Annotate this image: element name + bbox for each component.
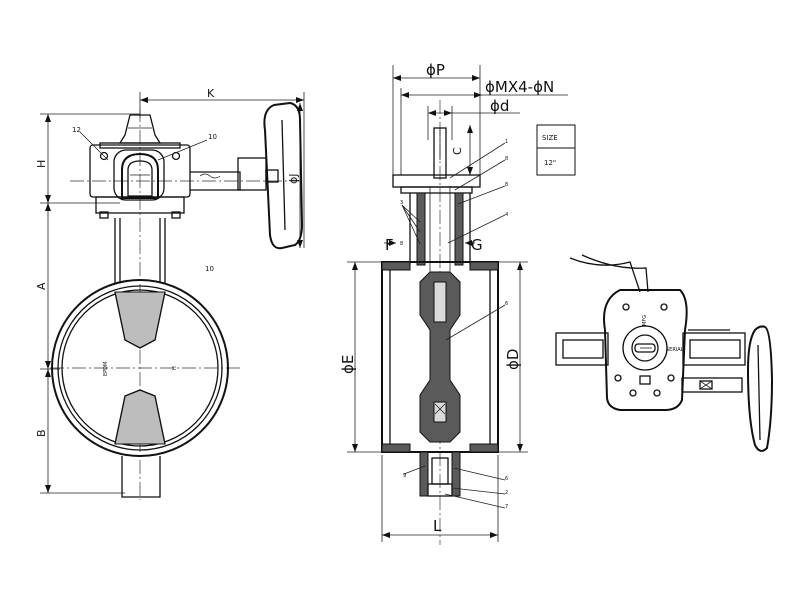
callout-9: 9	[403, 473, 406, 479]
callout-8b: 8	[505, 182, 508, 188]
dim-h-label: H	[35, 160, 48, 168]
callout-10-top: 10	[208, 133, 217, 141]
callout-12: 12	[72, 126, 81, 134]
dim-d-outer-label: ϕD	[504, 349, 522, 370]
size-header: SIZE	[542, 134, 558, 142]
callout-1: 1	[505, 139, 508, 145]
size-table: SIZE 12"	[536, 124, 576, 176]
callout-8c: 8	[400, 241, 403, 247]
front-view: K H A B ϕJ	[35, 87, 305, 500]
dim-d-label: ϕd	[490, 97, 509, 115]
callout-6b: 6	[505, 476, 508, 482]
size-value: 12"	[544, 159, 556, 167]
callout-4: 4	[505, 212, 508, 218]
dim-b-label: B	[35, 429, 48, 437]
dim-g-label: G	[471, 236, 483, 254]
callout-7: 7	[505, 504, 508, 510]
callout-10-body: 10	[205, 265, 214, 273]
callout-3: 3	[400, 200, 403, 206]
seat-material-label: EPDM	[103, 362, 109, 376]
dim-p-label: ϕP	[426, 61, 445, 79]
gearbox-view: MFG SERIAL	[555, 254, 774, 452]
gearbox-label-right: SERIAL	[666, 347, 684, 353]
dim-a-label: A	[35, 282, 48, 290]
dim-l-label: L	[433, 517, 442, 535]
dim-c-label: C	[451, 147, 464, 155]
dim-k-label: K	[207, 87, 215, 100]
disc-mark-label: H	[172, 366, 178, 370]
section-view: ϕP ϕMX4-ϕN ϕd C F	[339, 61, 568, 545]
dim-mn-label: ϕMX4-ϕN	[485, 78, 554, 96]
dim-f-label: F	[385, 236, 394, 254]
gearbox-label-top: MFG	[642, 315, 648, 326]
callout-2: 2	[505, 490, 508, 496]
dim-j-label: ϕJ	[287, 173, 300, 184]
dim-e-label: ϕE	[339, 355, 357, 374]
callout-8a: 8	[505, 156, 508, 162]
callout-6a: 6	[505, 301, 508, 307]
